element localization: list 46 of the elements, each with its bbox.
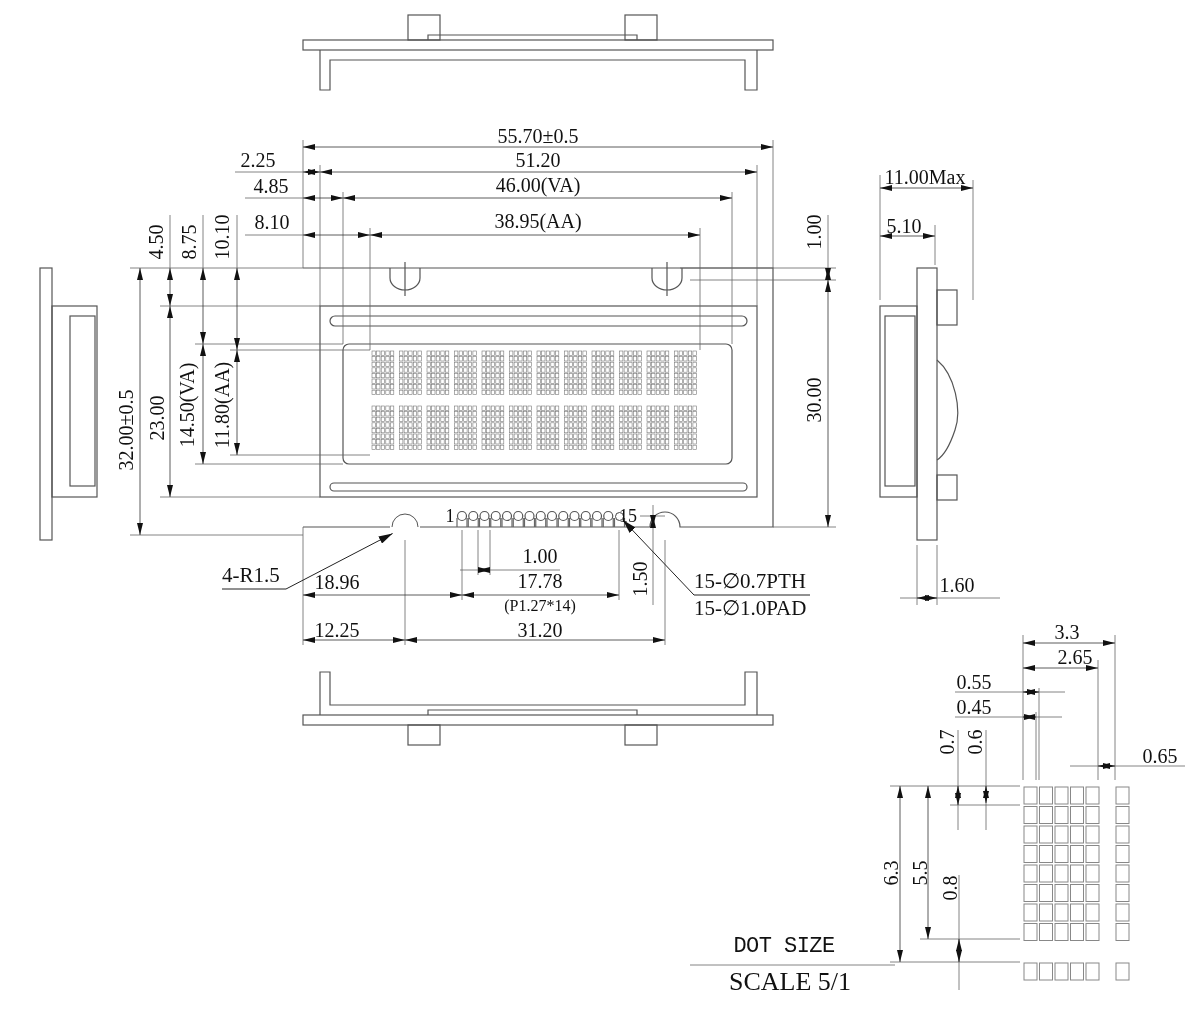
dimension-label: 1.50: [630, 561, 650, 597]
dimension-label: 8.10: [254, 212, 290, 232]
dimension-label: SCALE 5/1: [728, 969, 852, 995]
dimension-label: 1.60: [939, 575, 975, 595]
dimension-label: DOT SIZE: [733, 936, 835, 958]
dimension-label: 2.65: [1057, 647, 1093, 667]
dimension-label: 1.00: [522, 546, 558, 566]
dimension-label: 0.65: [1142, 746, 1178, 766]
callout-text: 15-∅1.0PAD: [694, 595, 807, 619]
dimension-label: 14.50(VA): [177, 362, 197, 448]
dimension-label: 1: [445, 507, 455, 525]
dimension-label: 0.6: [965, 729, 985, 755]
dimension-label: 31.20: [517, 620, 563, 640]
dimension-label: 23.00: [147, 395, 167, 441]
dimension-label: 0.8: [940, 875, 960, 901]
callout-text: 4-R1.5: [222, 565, 280, 589]
dimension-label: 15: [619, 507, 637, 525]
dimension-label: 11.80(AA): [212, 361, 232, 449]
dimension-label: 2.25: [240, 150, 276, 170]
dimension-label: 17.78: [517, 571, 563, 591]
dimension-label: (P1.27*14): [504, 598, 576, 614]
dimension-label: 4.85: [253, 176, 289, 196]
leader-line: [221, 533, 394, 590]
dimension-label: 12.25: [314, 620, 360, 640]
dimension-label: 0.45: [956, 697, 992, 717]
dimension-label: 38.95(AA): [494, 211, 582, 231]
dimension-label: 5.10: [886, 216, 922, 236]
dimension-label: 4.50: [146, 224, 166, 260]
dimension-label: 1.00: [804, 214, 824, 250]
dimension-label: 10.10: [212, 214, 232, 260]
dimension-label: 0.55: [956, 672, 992, 692]
leader-line: [622, 519, 811, 596]
dimension-label: 46.00(VA): [495, 175, 581, 195]
dimension-label: 32.00±0.5: [116, 389, 136, 471]
dimension-label: 0.7: [937, 729, 957, 755]
callout-text: 15-∅0.7PTH: [694, 571, 806, 595]
dimension-label: 55.70±0.5: [497, 126, 579, 146]
mounting-hole: [392, 512, 418, 528]
dimension-label: 51.20: [515, 150, 561, 170]
dimension-label: 30.00: [804, 377, 824, 423]
dimension-label: 8.75: [179, 224, 199, 260]
dimension-label: 6.3: [881, 860, 901, 886]
dimension-label: 11.00Max: [884, 167, 966, 187]
dimension-label: 18.96: [314, 572, 360, 592]
dimension-label: 5.5: [910, 860, 930, 886]
dimension-label: 3.3: [1054, 622, 1080, 642]
